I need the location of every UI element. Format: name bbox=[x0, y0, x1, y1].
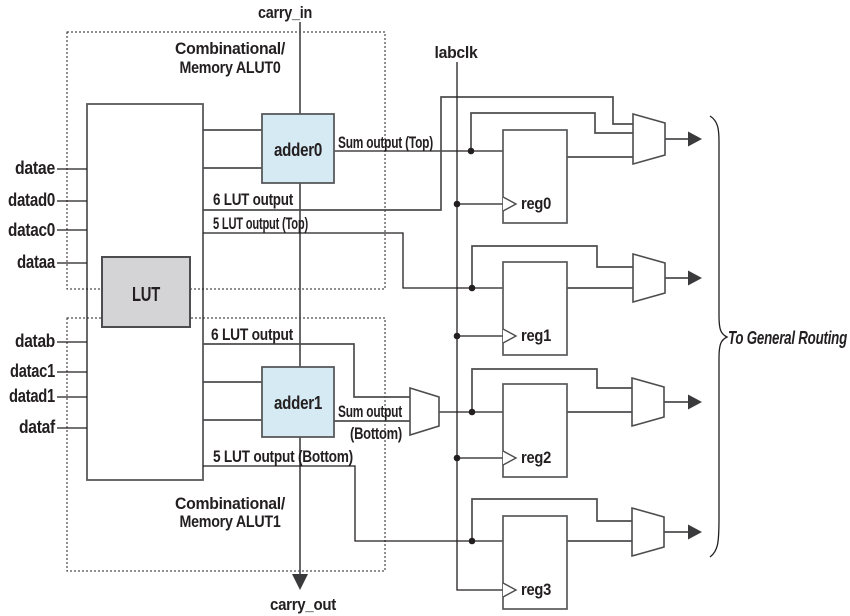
wire-5lut-output-top bbox=[203, 232, 503, 289]
reg0-label: reg0 bbox=[521, 194, 551, 213]
to-general-routing-label: To General Routing bbox=[728, 328, 847, 348]
reg1-label: reg1 bbox=[521, 326, 551, 345]
carry-out-label: carry_out bbox=[270, 595, 337, 614]
input-label-datae: datae bbox=[15, 158, 55, 178]
wire-6lut-output-bottom bbox=[203, 343, 410, 398]
mux-sum-bottom bbox=[409, 386, 440, 437]
wires bbox=[57, 22, 702, 591]
mux-output-1 bbox=[632, 252, 666, 304]
lut-block bbox=[101, 256, 191, 328]
labclk-label: labclk bbox=[435, 43, 479, 62]
junction-reg2-clk bbox=[453, 454, 461, 462]
mux-output-2 bbox=[631, 376, 665, 428]
input-label-datac0: datac0 bbox=[8, 220, 55, 240]
junction-reg3-in bbox=[468, 537, 476, 545]
input-label-dataa: dataa bbox=[17, 252, 56, 272]
sum-output-bottom-label-line1: Sum output bbox=[338, 402, 402, 421]
reg2-clock-triangle-icon bbox=[502, 450, 518, 466]
6lut-output-bottom-label: 6 LUT output bbox=[211, 325, 294, 344]
junction-reg1-clk bbox=[453, 332, 461, 340]
output-arrowhead-0 bbox=[688, 131, 702, 147]
reg1-clock-triangle-icon bbox=[502, 328, 518, 344]
adder1-block bbox=[261, 366, 335, 438]
adder1-label: adder1 bbox=[274, 393, 322, 413]
general-routing-brace bbox=[709, 115, 729, 558]
6lut-output-top-label: 6 LUT output bbox=[213, 190, 293, 209]
input-label-datab: datab bbox=[15, 331, 55, 351]
wire-sum-top-feedback bbox=[470, 112, 633, 151]
input-label-datad0: datad0 bbox=[8, 190, 55, 210]
wire-5lut-output-bottom bbox=[203, 465, 503, 542]
wire-reg1-feedback bbox=[471, 245, 633, 288]
reg0-clock-triangle-icon bbox=[502, 196, 518, 212]
sum-output-top-label: Sum output (Top) bbox=[338, 133, 433, 152]
reg2-block bbox=[502, 383, 568, 478]
mux-output-3 bbox=[631, 506, 665, 558]
5lut-output-top-label: 5 LUT output (Top) bbox=[213, 214, 308, 233]
junction-sum-top bbox=[467, 147, 475, 155]
input-label-datac1: datac1 bbox=[10, 361, 55, 381]
junction-reg1-in bbox=[468, 284, 476, 292]
junction-reg0-clk bbox=[453, 200, 461, 208]
junction-reg2-in bbox=[468, 408, 476, 416]
carry-out-arrowhead bbox=[292, 574, 308, 590]
5lut-output-bottom-label: 5 LUT output (Bottom) bbox=[213, 447, 353, 466]
wire-reg2-feedback bbox=[471, 368, 632, 412]
alut0-dashed-box bbox=[66, 31, 386, 290]
output-arrowhead-3 bbox=[688, 524, 702, 540]
reg0-block bbox=[502, 129, 568, 224]
reg3-label: reg3 bbox=[521, 580, 551, 599]
adder0-label: adder0 bbox=[274, 140, 322, 160]
adder0-block bbox=[261, 113, 335, 184]
alut1-title-line1: Combinational/ bbox=[175, 494, 286, 513]
alut1-title-line2: Memory ALUT1 bbox=[180, 512, 281, 531]
input-label-dataf: dataf bbox=[19, 417, 56, 437]
wire-labclk bbox=[456, 62, 503, 591]
output-arrowhead-1 bbox=[688, 270, 702, 286]
output-arrowhead-2 bbox=[688, 394, 702, 410]
mux-output-0 bbox=[632, 112, 666, 166]
reg3-clock-triangle-icon bbox=[502, 582, 518, 598]
reg2-label: reg2 bbox=[521, 448, 551, 467]
input-label-datad1: datad1 bbox=[9, 386, 55, 406]
reg1-block bbox=[502, 261, 568, 356]
alut0-title-line2: Memory ALUT0 bbox=[180, 58, 281, 77]
wire-6lut-output-top bbox=[203, 96, 633, 211]
carry-in-label: carry_in bbox=[258, 3, 312, 22]
wire-reg3-feedback bbox=[471, 498, 632, 541]
reg3-block bbox=[502, 515, 568, 610]
alut0-title-line1: Combinational/ bbox=[175, 39, 286, 58]
lut-label: LUT bbox=[132, 284, 160, 306]
alut1-dashed-box bbox=[66, 317, 386, 572]
labels: carry_in labclk carry_out Combinational/… bbox=[8, 3, 848, 614]
sum-output-bottom-label-line2: (Bottom) bbox=[350, 424, 402, 443]
